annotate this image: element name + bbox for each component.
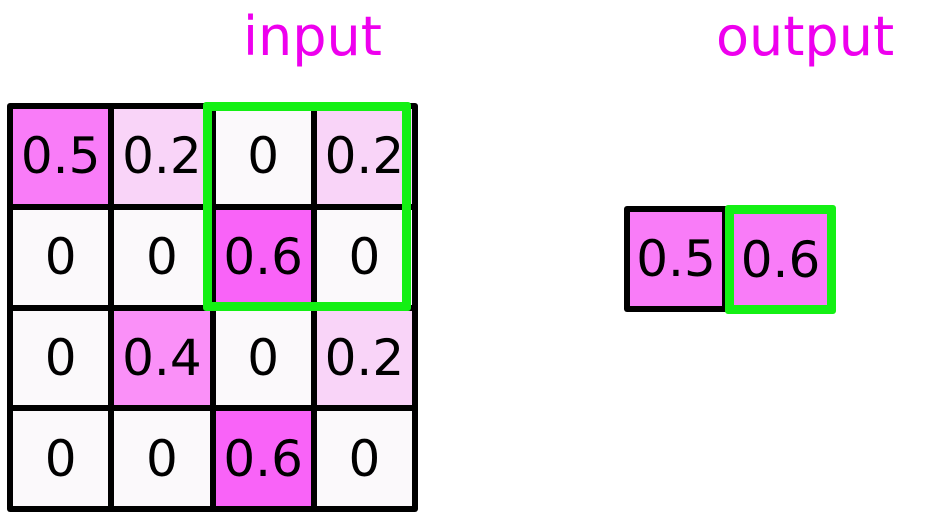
output-title: output: [716, 5, 895, 68]
input-cell: 0.2: [316, 109, 412, 204]
input-cell: 0: [215, 109, 311, 204]
input-cell: 0.4: [114, 310, 210, 406]
input-cell: 0.5: [13, 109, 109, 204]
input-cell: 0: [114, 209, 210, 305]
input-title: input: [243, 5, 382, 68]
output-cell: 0.6: [734, 214, 827, 305]
input-cell: 0: [13, 209, 109, 305]
input-matrix: 0.5 0.2 0 0.2 0 0 0.6 0 0 0.4 0 0.2 0 0 …: [7, 103, 418, 512]
input-cell: 0: [316, 411, 412, 506]
input-cell: 0: [13, 310, 109, 406]
input-cell: 0: [215, 310, 311, 406]
output-matrix: 0.5: [624, 206, 728, 312]
input-cell: 0: [114, 411, 210, 506]
input-cell: 0: [13, 411, 109, 506]
output-cell: 0.5: [630, 212, 722, 306]
input-cell: 0.6: [215, 411, 311, 506]
input-cell: 0.6: [215, 209, 311, 305]
input-cell: 0.2: [316, 310, 412, 406]
input-cell: 0: [316, 209, 412, 305]
input-cell: 0.2: [114, 109, 210, 204]
